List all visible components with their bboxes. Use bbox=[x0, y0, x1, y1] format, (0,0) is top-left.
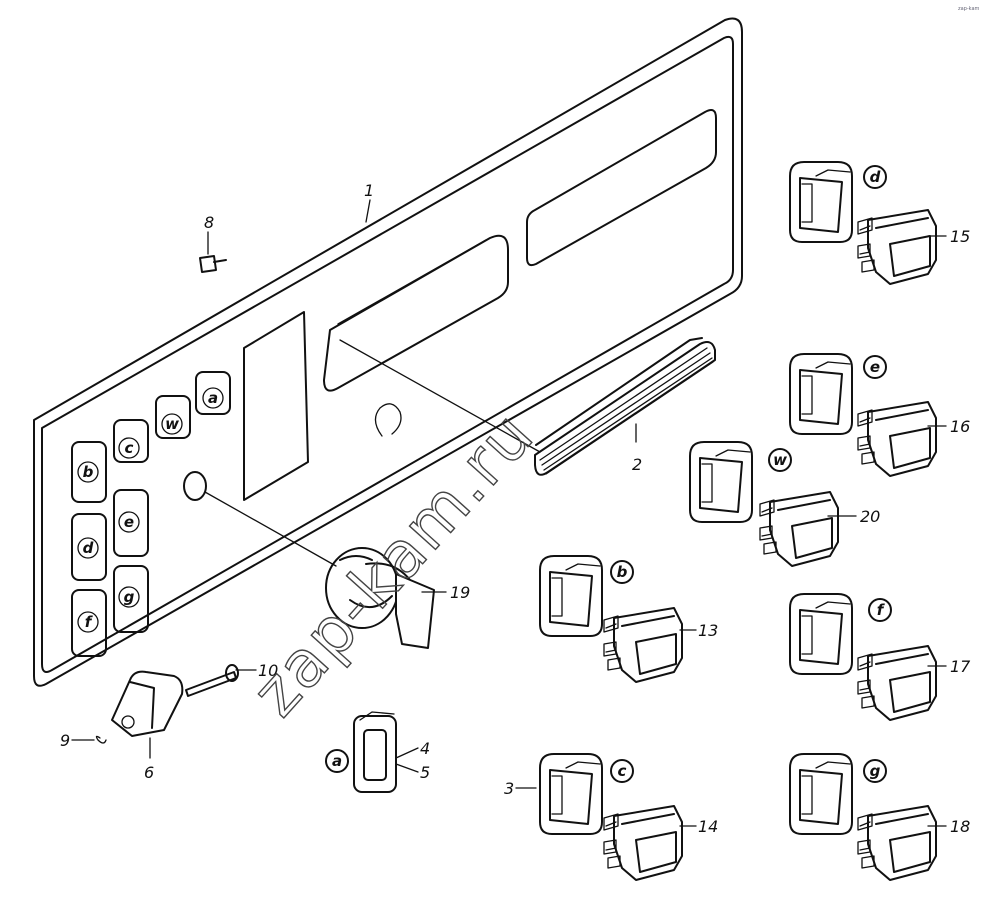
small-screw bbox=[199, 255, 227, 273]
part-number-8: 8 bbox=[204, 213, 214, 232]
screw-part bbox=[185, 664, 239, 697]
leader-grille bbox=[339, 339, 541, 453]
switch-group-g bbox=[789, 753, 937, 881]
letter-b: b bbox=[617, 563, 628, 581]
panel-letter-a: a bbox=[208, 389, 218, 407]
letter-circle-a bbox=[325, 749, 349, 773]
part-number-17: 17 bbox=[950, 657, 971, 676]
part-number-10: 10 bbox=[258, 661, 278, 680]
letter-g: g bbox=[870, 762, 881, 780]
panel-openings: a w c b e d g f bbox=[71, 371, 231, 657]
clip-part bbox=[95, 735, 107, 744]
panel-letter-g: g bbox=[124, 588, 135, 606]
part-number-4: 4 bbox=[420, 739, 430, 758]
part-number-15: 15 bbox=[950, 227, 970, 246]
part-number-19: 19 bbox=[450, 583, 470, 602]
bracket-part bbox=[111, 670, 184, 737]
part-number-13: 13 bbox=[698, 621, 718, 640]
letter-a: a bbox=[332, 752, 342, 770]
switch-group-w bbox=[689, 441, 839, 567]
part-number-1: 1 bbox=[364, 181, 374, 200]
switch-group-f bbox=[789, 593, 937, 721]
part-number-16: 16 bbox=[950, 417, 970, 436]
part-number-3: 3 bbox=[504, 779, 514, 798]
instrument-panel bbox=[33, 17, 743, 687]
panel-letter-b: b bbox=[83, 463, 94, 481]
leader-lines bbox=[71, 199, 947, 827]
corner-logo: zap-kam bbox=[958, 6, 980, 12]
part-number-6: 6 bbox=[144, 763, 154, 782]
part-number-18: 18 bbox=[950, 817, 970, 836]
grille-part bbox=[534, 337, 716, 476]
panel-letter-c: c bbox=[125, 439, 134, 457]
letter-c: c bbox=[618, 762, 627, 780]
group-letters: d e w b f c g bbox=[610, 165, 892, 783]
panel-letter-w: w bbox=[165, 415, 179, 433]
part-number-5: 5 bbox=[420, 763, 430, 782]
part-number-9: 9 bbox=[60, 731, 70, 750]
switch-group-e bbox=[789, 353, 937, 477]
letter-f: f bbox=[877, 601, 886, 619]
letter-e: e bbox=[870, 358, 880, 376]
part-number-labels: 1 8 2 19 10 6 9 4 5 3 15 16 20 13 17 14 … bbox=[60, 181, 971, 836]
switch-group-d bbox=[789, 161, 937, 285]
letter-w: w bbox=[773, 451, 787, 469]
part-number-20: 20 bbox=[860, 507, 880, 526]
panel-letter-f: f bbox=[85, 613, 94, 631]
part-number-2: 2 bbox=[632, 455, 642, 474]
leader-knob bbox=[204, 491, 337, 567]
panel-letter-d: d bbox=[83, 539, 94, 557]
part-number-14: 14 bbox=[698, 817, 718, 836]
panel-letter-e: e bbox=[124, 513, 134, 531]
button-a-part bbox=[353, 711, 397, 793]
letter-d: d bbox=[870, 168, 881, 186]
